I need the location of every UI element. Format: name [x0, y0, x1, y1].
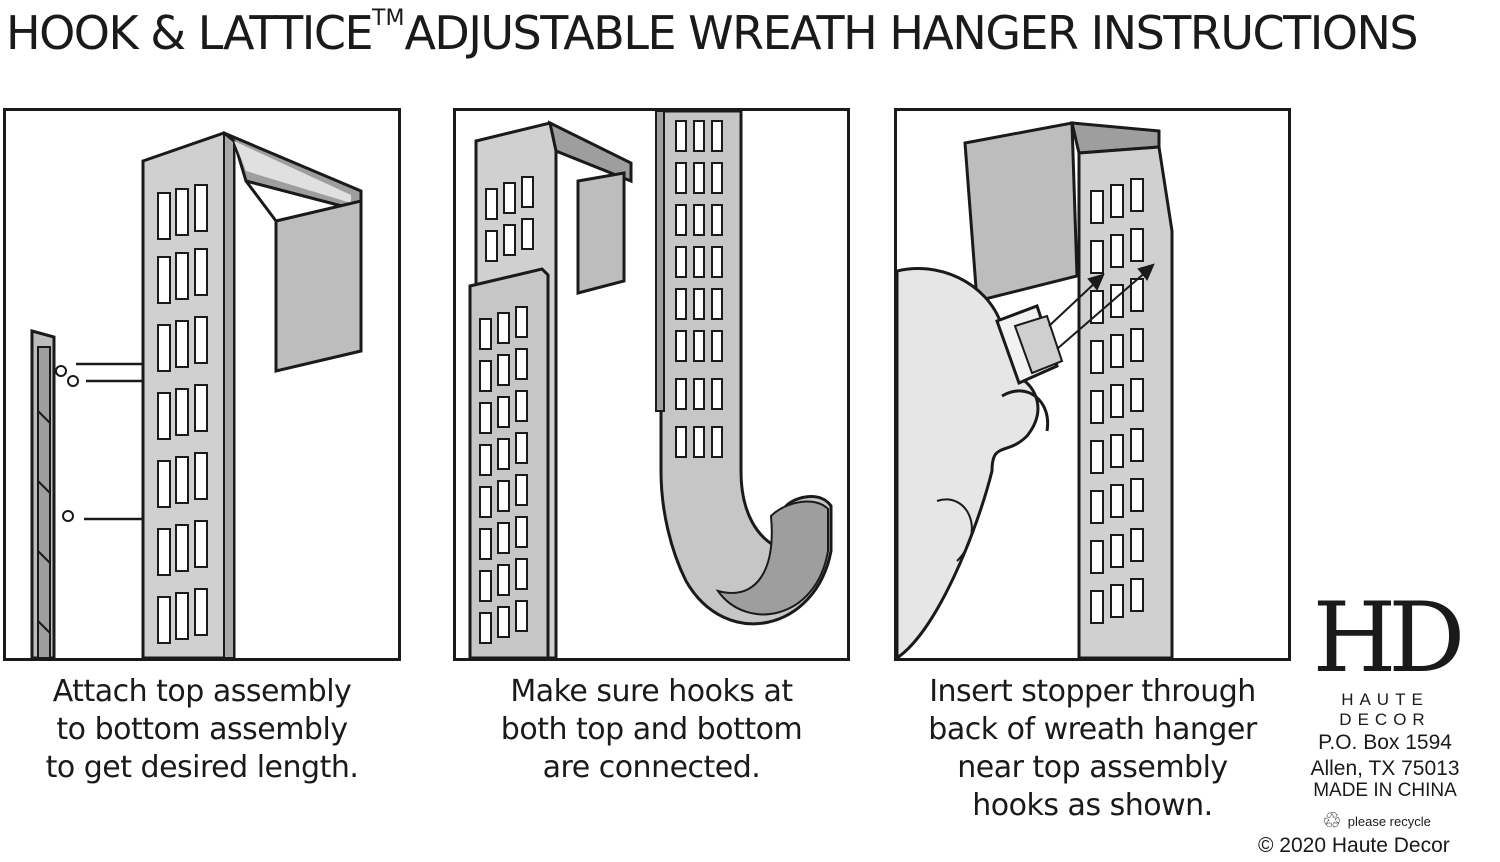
lattice-bar-icon [1077, 145, 1174, 658]
recycle-icon: ♲ [1322, 808, 1342, 833]
caption-line: to bottom assembly [56, 712, 348, 747]
recycle-note: ♲ please recycle [1322, 810, 1431, 832]
step3-illustration [894, 108, 1291, 661]
recycle-text: please recycle [1347, 813, 1431, 829]
caption-line: Make sure hooks at [510, 674, 793, 709]
step2-illustration [453, 108, 850, 661]
brand-logo: HD [1312, 582, 1466, 694]
address-line1: P.O. Box 1594 [1318, 731, 1452, 754]
caption-line: Attach top assembly [52, 674, 352, 709]
brand-block: HD HAUTE DECOR P.O. Box 1594 Allen, TX 7… [1300, 590, 1470, 782]
trademark-mark: TM [372, 6, 405, 31]
caption-line: back of wreath hanger [928, 712, 1257, 747]
title-part1: HOOK & LATTICE [6, 6, 374, 60]
top-assembly-icon [141, 130, 363, 658]
hand-icon [897, 266, 1050, 658]
step2-caption: Make sure hooks at both top and bottom a… [453, 673, 850, 787]
stopper-icon [995, 304, 1064, 386]
bottom-assembly-icon [468, 267, 550, 658]
address-line2: Allen, TX 75013 [1310, 757, 1460, 780]
caption-line: Insert stopper through [929, 674, 1256, 709]
step1-caption: Attach top assembly to bottom assembly t… [3, 673, 401, 787]
title-part2: ADJUSTABLE WREATH HANGER INSTRUCTIONS [404, 6, 1418, 60]
insert-arrows-icon [1048, 263, 1155, 350]
copyright: © 2020 Haute Decor [1258, 834, 1450, 857]
caption-line: hooks as shown. [972, 788, 1213, 823]
step3-caption: Insert stopper through back of wreath ha… [894, 673, 1291, 825]
caption-line: both top and bottom [500, 712, 803, 747]
made-in-label: MADE IN CHINA [1313, 780, 1457, 801]
brand-name: HAUTE DECOR [1339, 690, 1431, 729]
page-title: HOOK & LATTICETMADJUSTABLE WREATH HANGER… [6, 6, 1419, 60]
caption-line: are connected. [542, 750, 761, 785]
j-hook-icon [655, 111, 833, 626]
bottom-assembly-icon [30, 329, 79, 658]
caption-line: near top assembly [957, 750, 1228, 785]
caption-line: to get desired length. [45, 750, 359, 785]
step1-illustration [3, 108, 401, 661]
